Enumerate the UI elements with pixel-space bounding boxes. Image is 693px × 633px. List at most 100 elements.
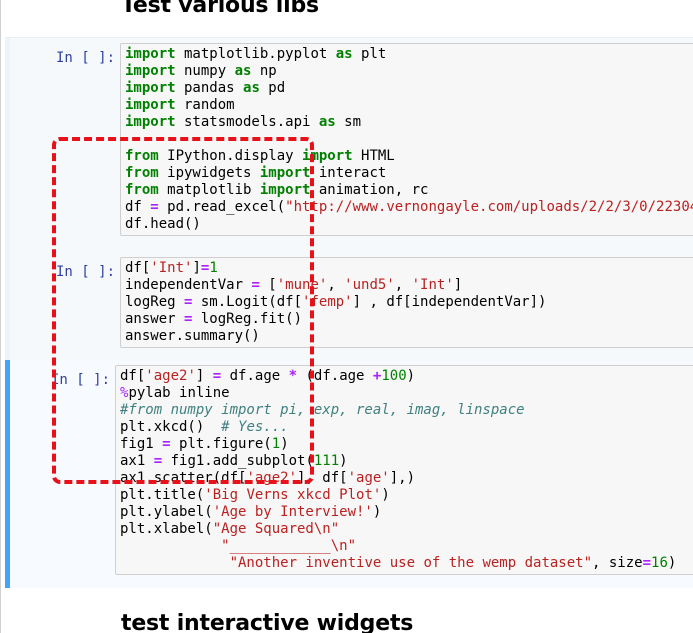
code-token: df[ bbox=[120, 368, 146, 384]
code-token: = bbox=[200, 260, 210, 276]
code-token: import bbox=[125, 80, 176, 96]
code-line bbox=[125, 131, 691, 148]
code-token: = bbox=[153, 453, 163, 469]
code-token: import bbox=[302, 148, 353, 164]
code-token: ax1 bbox=[120, 453, 154, 469]
code-token: ) bbox=[667, 555, 677, 571]
code-token: "http://www.vernongayle.com/uploads/2/2/… bbox=[285, 199, 693, 215]
code-token: = bbox=[212, 368, 222, 384]
code-token: df.head() bbox=[125, 216, 201, 232]
code-token: ] , df[independentVar]) bbox=[352, 294, 547, 310]
code-token: plt.xkcd() bbox=[120, 419, 222, 435]
code-line: logReg = sm.Logit(df['femp'] , df[indepe… bbox=[125, 294, 691, 311]
code-line: from IPython.display import HTML bbox=[125, 148, 691, 165]
input-prompt: In [ ]: bbox=[51, 372, 111, 388]
code-token: ) bbox=[280, 436, 289, 452]
code-token: interact bbox=[310, 165, 387, 181]
code-token: df bbox=[125, 199, 151, 215]
code-token: from bbox=[125, 165, 159, 181]
code-token: 'femp' bbox=[302, 294, 353, 310]
code-token: ax1.scatter(df[ bbox=[120, 470, 247, 486]
code-token: np bbox=[251, 63, 277, 79]
code-text[interactable]: df['age2'] = df.age * (df.age +100)%pyla… bbox=[120, 368, 691, 572]
code-token: df[ bbox=[125, 260, 151, 276]
code-token: import bbox=[125, 114, 176, 130]
code-token: import bbox=[125, 97, 176, 113]
code-token: 'mune' bbox=[276, 277, 328, 293]
code-token: 'Int' bbox=[150, 260, 193, 276]
code-line: import numpy as np bbox=[125, 63, 691, 80]
code-line: answer.summary() bbox=[125, 328, 691, 345]
code-token: as bbox=[234, 63, 252, 79]
code-token: ], df[ bbox=[297, 470, 348, 486]
code-token: = bbox=[642, 555, 652, 571]
code-line: from matplotlib import animation, rc bbox=[125, 182, 691, 199]
code-token: = bbox=[162, 436, 171, 452]
code-token: ] bbox=[195, 368, 213, 384]
code-token: 'age2' bbox=[145, 368, 196, 384]
code-line: import statsmodels.api as sm bbox=[125, 114, 691, 131]
code-token: HTML bbox=[352, 148, 395, 164]
code-line: df = pd.read_excel("http://www.vernongay… bbox=[125, 199, 693, 216]
code-token: "Age Squared\n" bbox=[212, 521, 340, 537]
code-line: from ipywidgets import interact bbox=[125, 165, 691, 182]
code-line: "Another inventive use of the wemp datas… bbox=[120, 555, 691, 572]
code-line: plt.xlabel("Age Squared\n" bbox=[120, 521, 691, 538]
code-token: + bbox=[372, 368, 382, 384]
code-token: statsmodels.api bbox=[175, 114, 319, 130]
code-token: ) bbox=[372, 504, 382, 520]
code-line: df['Int']=1 bbox=[125, 260, 691, 277]
code-token: 'Int' bbox=[411, 277, 454, 293]
code-line: df['age2'] = df.age * (df.age +100) bbox=[120, 368, 691, 385]
code-token: , bbox=[394, 277, 412, 293]
code-line: import random bbox=[125, 97, 691, 114]
code-token: fig1.add_subplot( bbox=[162, 453, 314, 469]
code-line: independentVar = ['mune', 'und5', 'Int'] bbox=[125, 277, 691, 294]
code-token: 111 bbox=[313, 453, 340, 469]
code-token: ] bbox=[192, 260, 201, 276]
code-line: import matplotlib.pyplot as plt bbox=[125, 46, 691, 63]
code-line: fig1 = plt.figure(1) bbox=[120, 436, 691, 453]
code-token: as bbox=[243, 80, 260, 96]
code-token: ) bbox=[381, 487, 390, 503]
code-token: answer.summary() bbox=[125, 328, 260, 344]
code-line: ax1.scatter(df['age2'], df['age'],) bbox=[120, 470, 691, 487]
code-line: #from numpy import pi, exp, real, imag, … bbox=[120, 402, 691, 419]
code-token: ) bbox=[339, 453, 348, 469]
code-token: pandas bbox=[175, 80, 244, 96]
code-token: import bbox=[125, 46, 176, 62]
code-token: 1 bbox=[271, 436, 281, 452]
code-token: 'Age by Interview!' bbox=[212, 504, 373, 520]
code-token: = bbox=[184, 311, 193, 327]
code-line: plt.xkcd() # Yes... bbox=[120, 419, 691, 436]
code-token: plt.ylabel( bbox=[120, 504, 213, 520]
code-token: IPython.display bbox=[158, 148, 303, 164]
code-token: 'Big Verns xkcd Plot' bbox=[204, 487, 382, 503]
code-token: [ bbox=[259, 277, 277, 293]
code-token: "____________\n" bbox=[221, 538, 357, 554]
markdown-heading-test-various-libs: Test various libs bbox=[121, 0, 319, 18]
code-token: as bbox=[335, 46, 353, 62]
code-token: 'und5' bbox=[344, 277, 395, 293]
code-token: numpy bbox=[175, 63, 235, 79]
code-token: 100 bbox=[381, 368, 407, 384]
code-editor[interactable]: df['age2'] = df.age * (df.age +100)%pyla… bbox=[115, 365, 693, 575]
code-line: plt.ylabel('Age by Interview!') bbox=[120, 504, 691, 521]
code-cell-xkcd-plot[interactable]: In [ ]: df['age2'] = df.age * (df.age +1… bbox=[5, 360, 693, 588]
code-line: ax1 = fig1.add_subplot(111) bbox=[120, 453, 691, 470]
code-token: plt.figure( bbox=[170, 436, 272, 452]
code-token: pd.read_excel( bbox=[158, 199, 286, 215]
code-token: 16 bbox=[651, 555, 668, 571]
code-token: import bbox=[125, 63, 176, 79]
code-token: fig1 bbox=[120, 436, 163, 452]
code-token: plt.title( bbox=[120, 487, 205, 503]
code-token bbox=[120, 555, 230, 571]
code-token: 'age' bbox=[347, 470, 390, 486]
